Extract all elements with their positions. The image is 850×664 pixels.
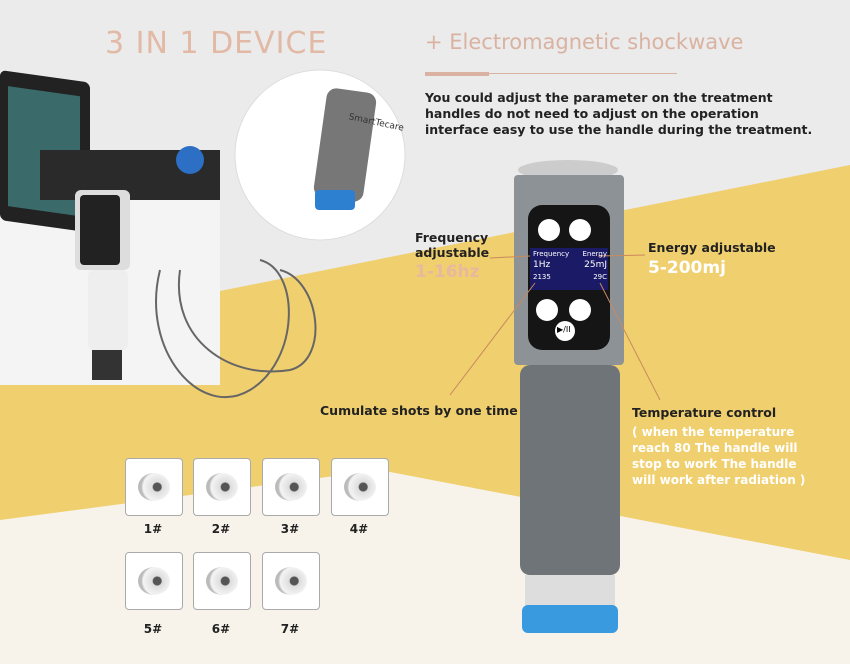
screen-shots: 2135 [533, 273, 551, 281]
head-image [193, 552, 251, 610]
handle-screen: Frequency Energy 1Hz 25mJ 2135 29C [533, 250, 607, 281]
temperature-note: ( when the temperature reach 80 The hand… [632, 425, 806, 487]
head-image [331, 458, 389, 516]
description: You could adjust the parameter on the tr… [425, 90, 813, 137]
head-label: 2# [211, 522, 231, 536]
head-label: 5# [143, 622, 163, 636]
head-label: 4# [349, 522, 369, 536]
screen-freq-value: 1Hz [533, 260, 551, 270]
head-label: 3# [280, 522, 300, 536]
screen-freq-label: Frequency [533, 250, 570, 258]
frequency-value: 1-16hz [415, 262, 480, 282]
divider-accent [425, 72, 489, 76]
head-label: 1# [143, 522, 163, 536]
head-label: 7# [280, 622, 300, 636]
screen-temp: 29C [593, 273, 607, 281]
head-image [262, 552, 320, 610]
energy-label: Energy adjustable [648, 240, 776, 255]
head-image [193, 458, 251, 516]
play-pause-icon: ▶/II [557, 325, 571, 334]
energy-value: 5-200mj [648, 258, 726, 278]
frequency-label: Frequency adjustable [415, 230, 490, 260]
head-image [125, 458, 183, 516]
head-label: 6# [211, 622, 231, 636]
temperature-label: Temperature control [632, 405, 777, 420]
shots-label: Cumulate shots by one time [320, 403, 518, 418]
subtitle: + Electromagnetic shockwave [425, 30, 744, 54]
head-image [262, 458, 320, 516]
page-title: 3 IN 1 DEVICE [105, 26, 328, 61]
machine-image [0, 70, 317, 398]
screen-energy-value: 25mJ [584, 260, 607, 270]
handle-image [514, 160, 624, 633]
screen-energy-label: Energy [582, 250, 607, 258]
divider [489, 73, 677, 74]
head-image [125, 552, 183, 610]
